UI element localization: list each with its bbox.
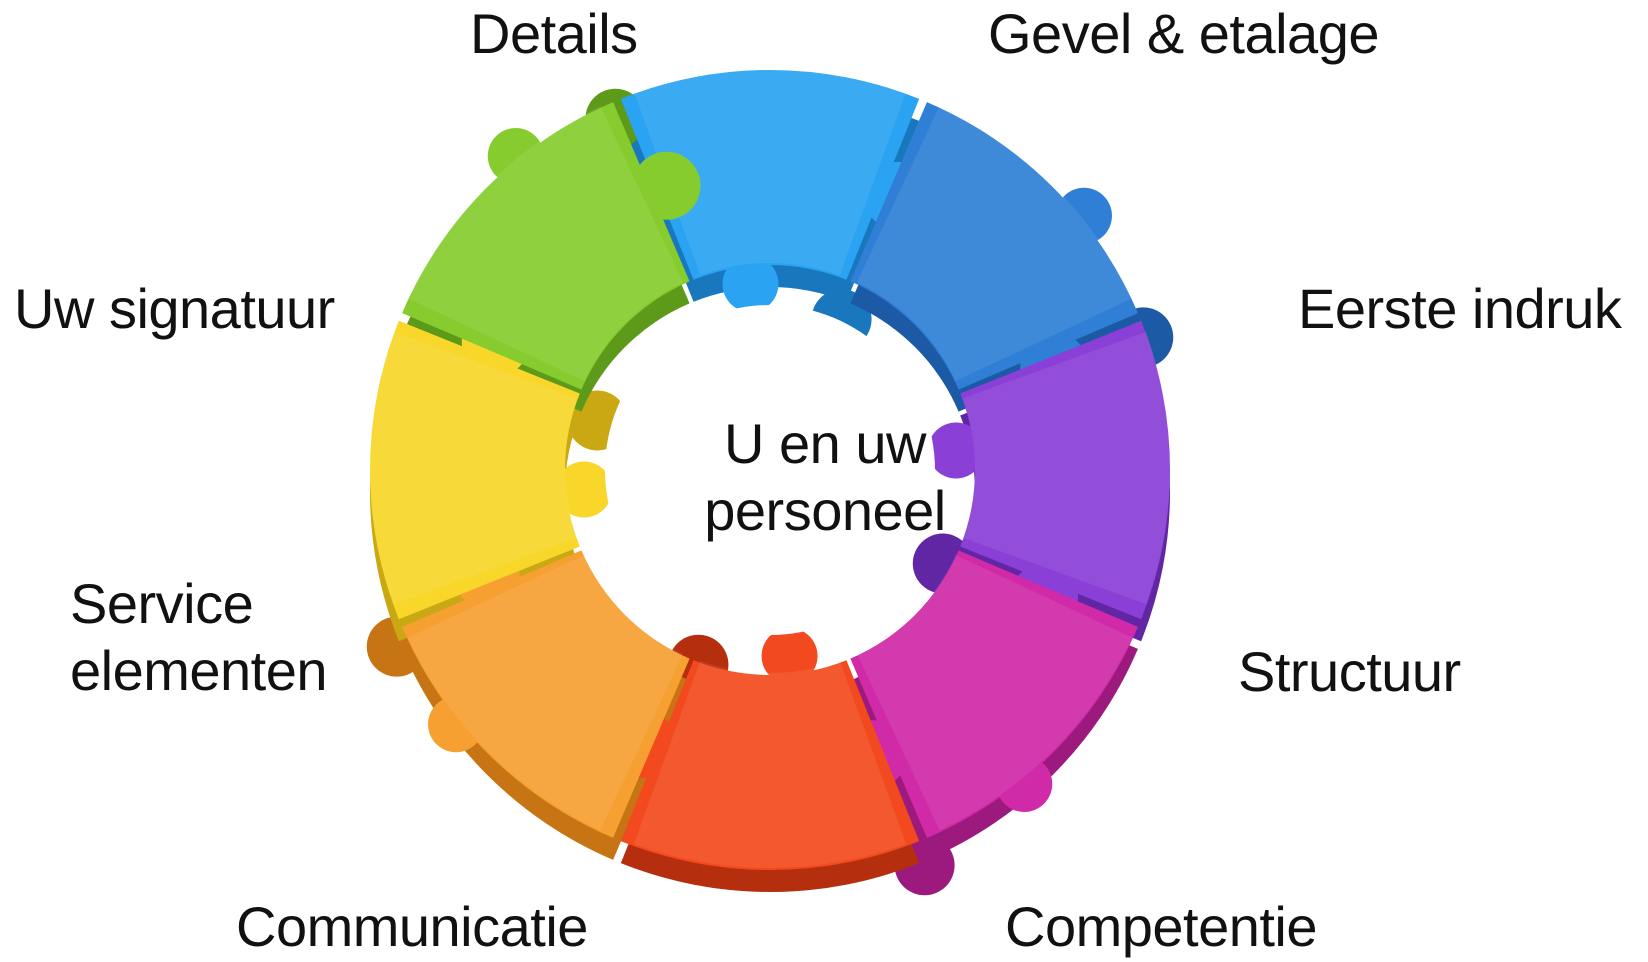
label-details: Details (470, 2, 638, 65)
label-service-line1: Service (70, 572, 254, 635)
puzzle-sheen-details (633, 68, 907, 276)
puzzle-rim-tab-competentie (761, 627, 818, 684)
puzzle-piece-face-service (369, 320, 580, 620)
puzzle-sheen-uw (407, 105, 684, 382)
puzzle-piece-face-communicatie (402, 550, 690, 838)
label-service-line2: elementen (70, 639, 328, 703)
puzzle-piece-communicatie (402, 539, 690, 838)
puzzle-piece-structuur (839, 550, 1138, 838)
center-label: U en uw personeel (645, 410, 1005, 544)
label-structuur: Structuur (1238, 640, 1461, 703)
center-label-line1: U en uw (724, 412, 926, 475)
puzzle-piece-details (620, 68, 932, 313)
puzzle-piece-competentie (608, 627, 920, 870)
puzzle-rim-tab-gevel (1055, 187, 1112, 244)
center-hole (605, 305, 935, 635)
puzzle-piece-face-uw (402, 102, 690, 390)
puzzle-rim-tab-eerste (927, 422, 984, 479)
puzzle-rim-tab-communicatie (428, 696, 485, 753)
puzzle-rim-tab-structuur (996, 755, 1053, 812)
label-eerste-indruk: Eerste indruk (1298, 277, 1622, 340)
center-label-line2: personeel (704, 479, 946, 543)
label-gevel-etalage: Gevel & etalage (988, 2, 1379, 65)
puzzle-sheen-gevel (856, 105, 1133, 382)
puzzle-rim-tab-uw (487, 128, 544, 185)
puzzle-tab-uw (632, 151, 701, 220)
puzzle-sheen-structuur (856, 554, 1133, 831)
puzzle-piece-uw (402, 102, 701, 390)
puzzle-rim-tab-service (556, 461, 613, 518)
label-service-elementen: Service elementen (70, 570, 328, 704)
puzzle-sheen-competentie (633, 660, 907, 868)
label-communicatie: Communicatie (236, 895, 588, 958)
puzzle-piece-face-details (620, 69, 920, 280)
puzzle-sheen-communicatie (407, 554, 684, 831)
label-uw-signatuur: Uw signatuur (14, 277, 335, 340)
puzzle-piece-face-structuur (850, 550, 1138, 838)
puzzle-piece-face-competentie (620, 660, 920, 870)
puzzle-piece-service (369, 308, 613, 620)
puzzle-sheen-service (370, 331, 578, 605)
puzzle-piece-face-gevel (850, 102, 1138, 390)
puzzle-piece-face-eerste (960, 320, 1170, 620)
label-competentie: Competentie (1005, 895, 1318, 958)
puzzle-sheen-eerste (962, 331, 1171, 605)
puzzle-rim-tab-details (722, 256, 779, 313)
